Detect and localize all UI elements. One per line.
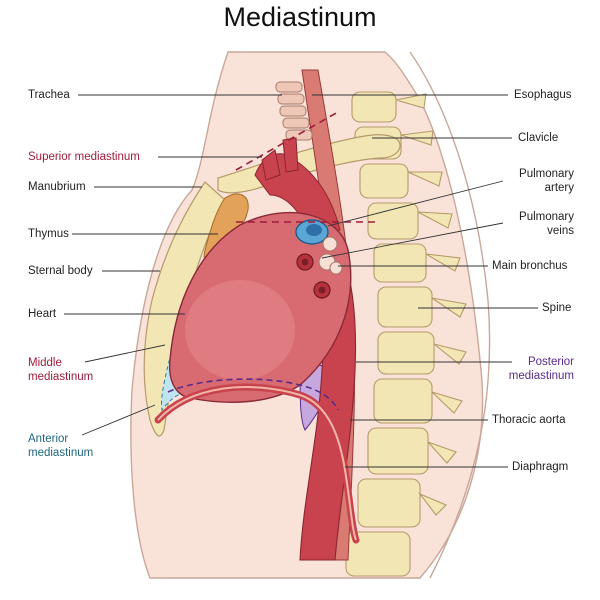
label-pulmonary-veins-line2: veins [547,225,574,237]
superior-boundary-line [235,111,339,171]
label-anterior-mediastinum-line1: Anterior [28,433,69,445]
label-middle-mediastinum-line2: mediastinum [28,371,94,383]
label-manubrium: Manubrium [28,181,86,193]
label-diaphragm: Diaphragm [512,461,569,473]
label-pulmonary-artery-line1: Pulmonary [519,168,574,180]
label-trachea: Trachea [28,89,70,101]
label-main-bronchus: Main bronchus [492,260,568,272]
label-middle-mediastinum-line1: Middle [28,357,62,369]
diagram-title: Mediastinum [223,2,377,32]
label-heart: Heart [28,308,57,320]
trachea-organ [275,81,313,141]
middle-boundary-line [167,378,339,411]
label-superior-mediastinum: Superior mediastinum [28,151,140,163]
label-anterior-mediastinum-line2: mediastinum [28,447,94,459]
label-thymus: Thymus [28,228,69,240]
label-posterior-mediastinum-line1: Posterior [527,356,574,368]
label-spine: Spine [542,302,572,314]
main-bronchus-organ [318,236,343,275]
label-pulmonary-veins-line1: Pulmonary [519,211,574,223]
label-esophagus: Esophagus [514,89,572,101]
leader-lines [64,94,538,468]
label-thoracic-aorta: Thoracic aorta [492,414,566,426]
label-pulmonary-artery-line2: artery [544,182,574,194]
label-posterior-mediastinum-line2: mediastinum [508,370,574,382]
label-sternal-body: Sternal body [28,265,93,277]
label-clavicle: Clavicle [518,132,559,144]
back-contour [409,51,491,579]
